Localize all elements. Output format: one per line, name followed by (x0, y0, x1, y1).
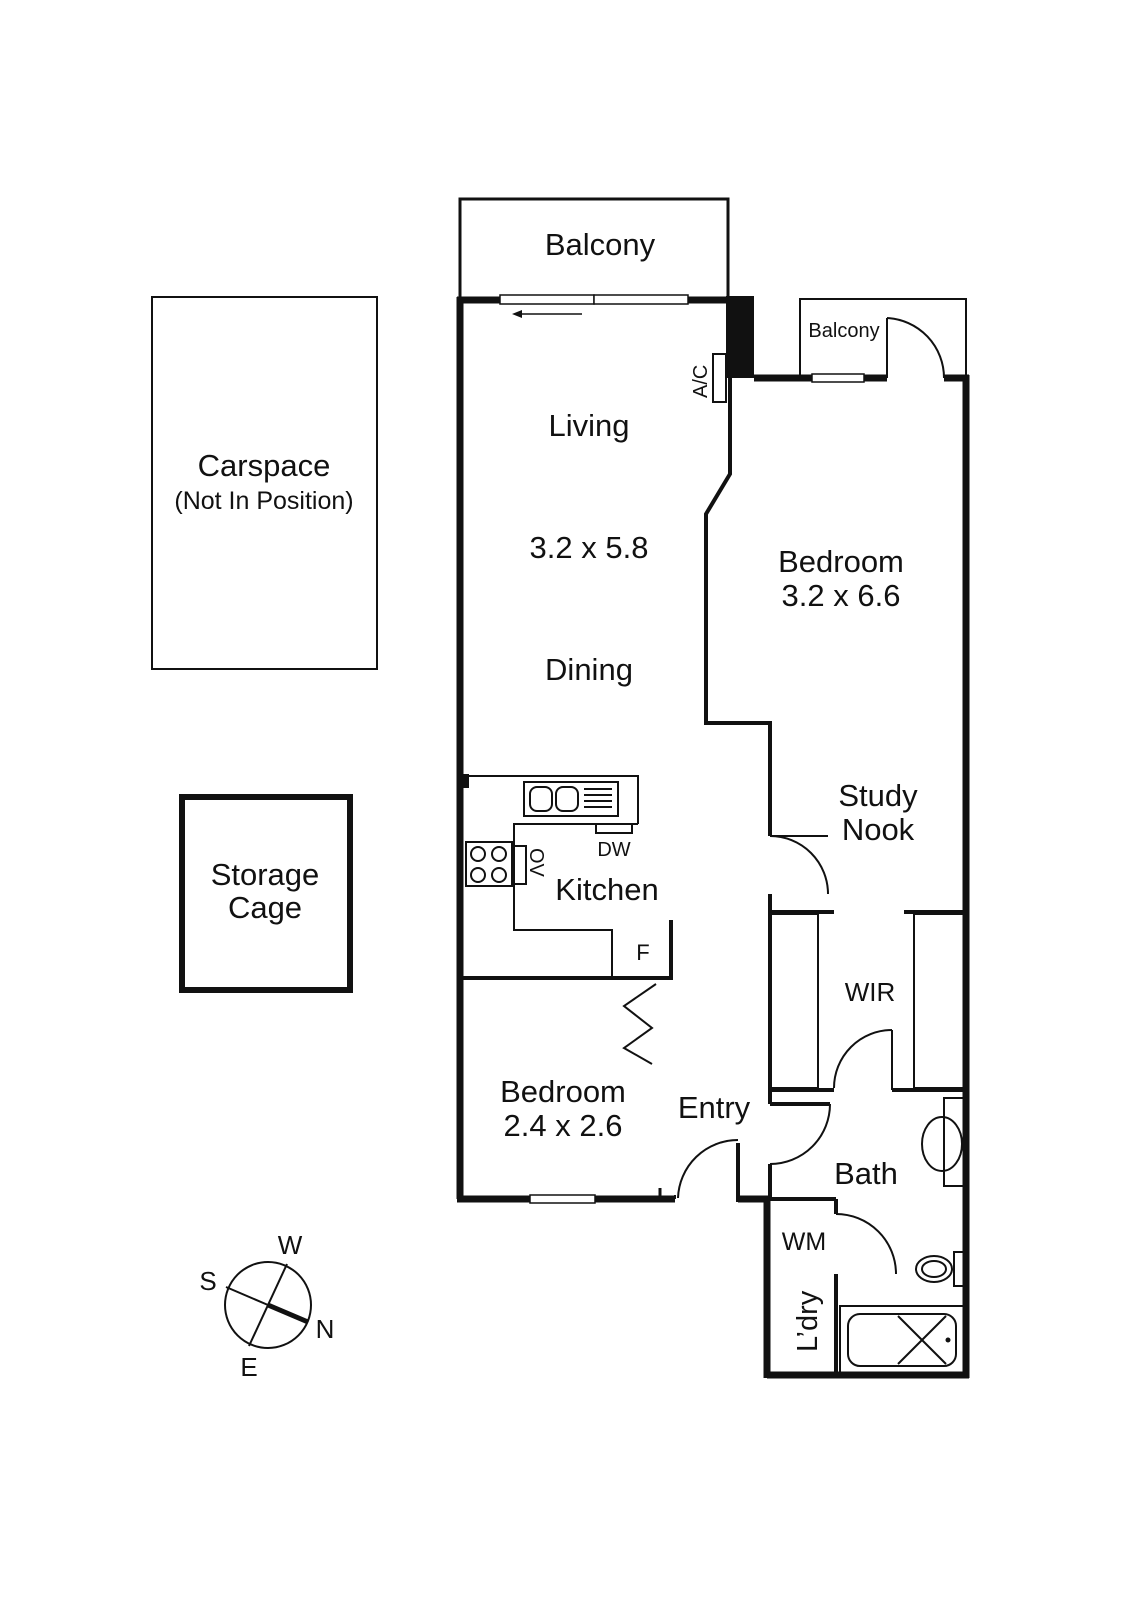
room-labels: Living 3.2 x 5.8 Dining Bedroom 3.2 x 6.… (500, 408, 918, 1352)
burner-icon (470, 867, 486, 883)
carspace: Carspace (Not In Position) (151, 296, 378, 670)
carspace-note: (Not In Position) (174, 487, 353, 515)
north-arrow-icon (267, 1302, 309, 1325)
bath-fixtures (839, 1097, 965, 1375)
vanity (943, 1097, 965, 1187)
bedroom-second-label: Bedroom (500, 1074, 626, 1109)
toilet-cistern (953, 1251, 965, 1287)
dishwasher-label: DW (597, 839, 630, 861)
bath-label: Bath (834, 1156, 898, 1191)
bifold-door (622, 983, 657, 1065)
sink (523, 781, 619, 817)
bedroom-main-dims: 3.2 x 6.6 (782, 578, 901, 613)
burner-icon (491, 846, 507, 862)
storage-cage: Storage Cage (179, 794, 353, 993)
ac-unit: A/C (690, 353, 727, 403)
structural-column (726, 296, 754, 378)
windows (499, 294, 865, 1204)
compass-south: S (199, 1266, 216, 1296)
living-label: Living (549, 408, 630, 443)
storage-cage-label-1: Storage (211, 857, 320, 892)
storage-cage-outline (179, 794, 353, 993)
dishwasher (595, 823, 633, 834)
laundry-label: L’dry (792, 1290, 824, 1352)
balcony-small-door (886, 317, 946, 379)
sink-bowl-right (555, 786, 579, 812)
burner-icon (470, 846, 486, 862)
window-bedroom-balcony (811, 373, 865, 383)
oven (513, 845, 527, 885)
balcony-small-outline (799, 298, 967, 378)
balcony-main-outline (458, 197, 730, 297)
storage-cage-label-2: Cage (228, 890, 302, 925)
basin-icon (921, 1116, 963, 1172)
kitchen-label: Kitchen (555, 872, 658, 907)
toilet-icon (915, 1255, 953, 1283)
bathtub (839, 1305, 965, 1375)
oven-label: OV (525, 848, 547, 878)
balcony-small-label: Balcony (808, 320, 879, 342)
entry-label: Entry (678, 1090, 751, 1125)
compass-north: N (316, 1314, 335, 1344)
bedroom-second-dims: 2.4 x 2.6 (504, 1108, 623, 1143)
window-bedroom-second (529, 1194, 596, 1204)
balcony-main-label: Balcony (545, 227, 656, 262)
sliding-arrow-icon (512, 310, 522, 318)
interior-walls (460, 378, 966, 1375)
burner-icon (491, 867, 507, 883)
bedroom-main-label: Bedroom (778, 544, 904, 579)
wir-shelf-left (769, 913, 819, 1089)
cooktop (465, 841, 513, 887)
ac-outline (712, 353, 727, 403)
ac-label: A/C (690, 365, 712, 398)
compass: W S N E (199, 1230, 334, 1382)
dining-label: Dining (545, 652, 633, 687)
wir-label: WIR (845, 977, 896, 1007)
fridge-label: F (636, 940, 649, 965)
balcony-small: Balcony (799, 298, 967, 378)
living-dims: 3.2 x 5.8 (530, 530, 649, 565)
compass-circle (224, 1261, 312, 1349)
compass-west: W (278, 1230, 303, 1260)
sliding-door-panel-left (499, 294, 595, 305)
carspace-outline (151, 296, 378, 670)
sliding-door-panel-right (593, 294, 689, 305)
washing-machine-label: WM (782, 1228, 826, 1256)
carspace-label: Carspace (198, 448, 331, 483)
wir-shelf-right (913, 913, 965, 1089)
compass-east: E (240, 1352, 257, 1382)
kitchen-fixtures: DW OV F (465, 775, 650, 978)
sink-bowl-left (529, 786, 553, 812)
study-nook-label-2: Nook (842, 812, 915, 847)
study-nook-label-1: Study (838, 778, 918, 813)
balcony-main: Balcony (458, 197, 730, 297)
